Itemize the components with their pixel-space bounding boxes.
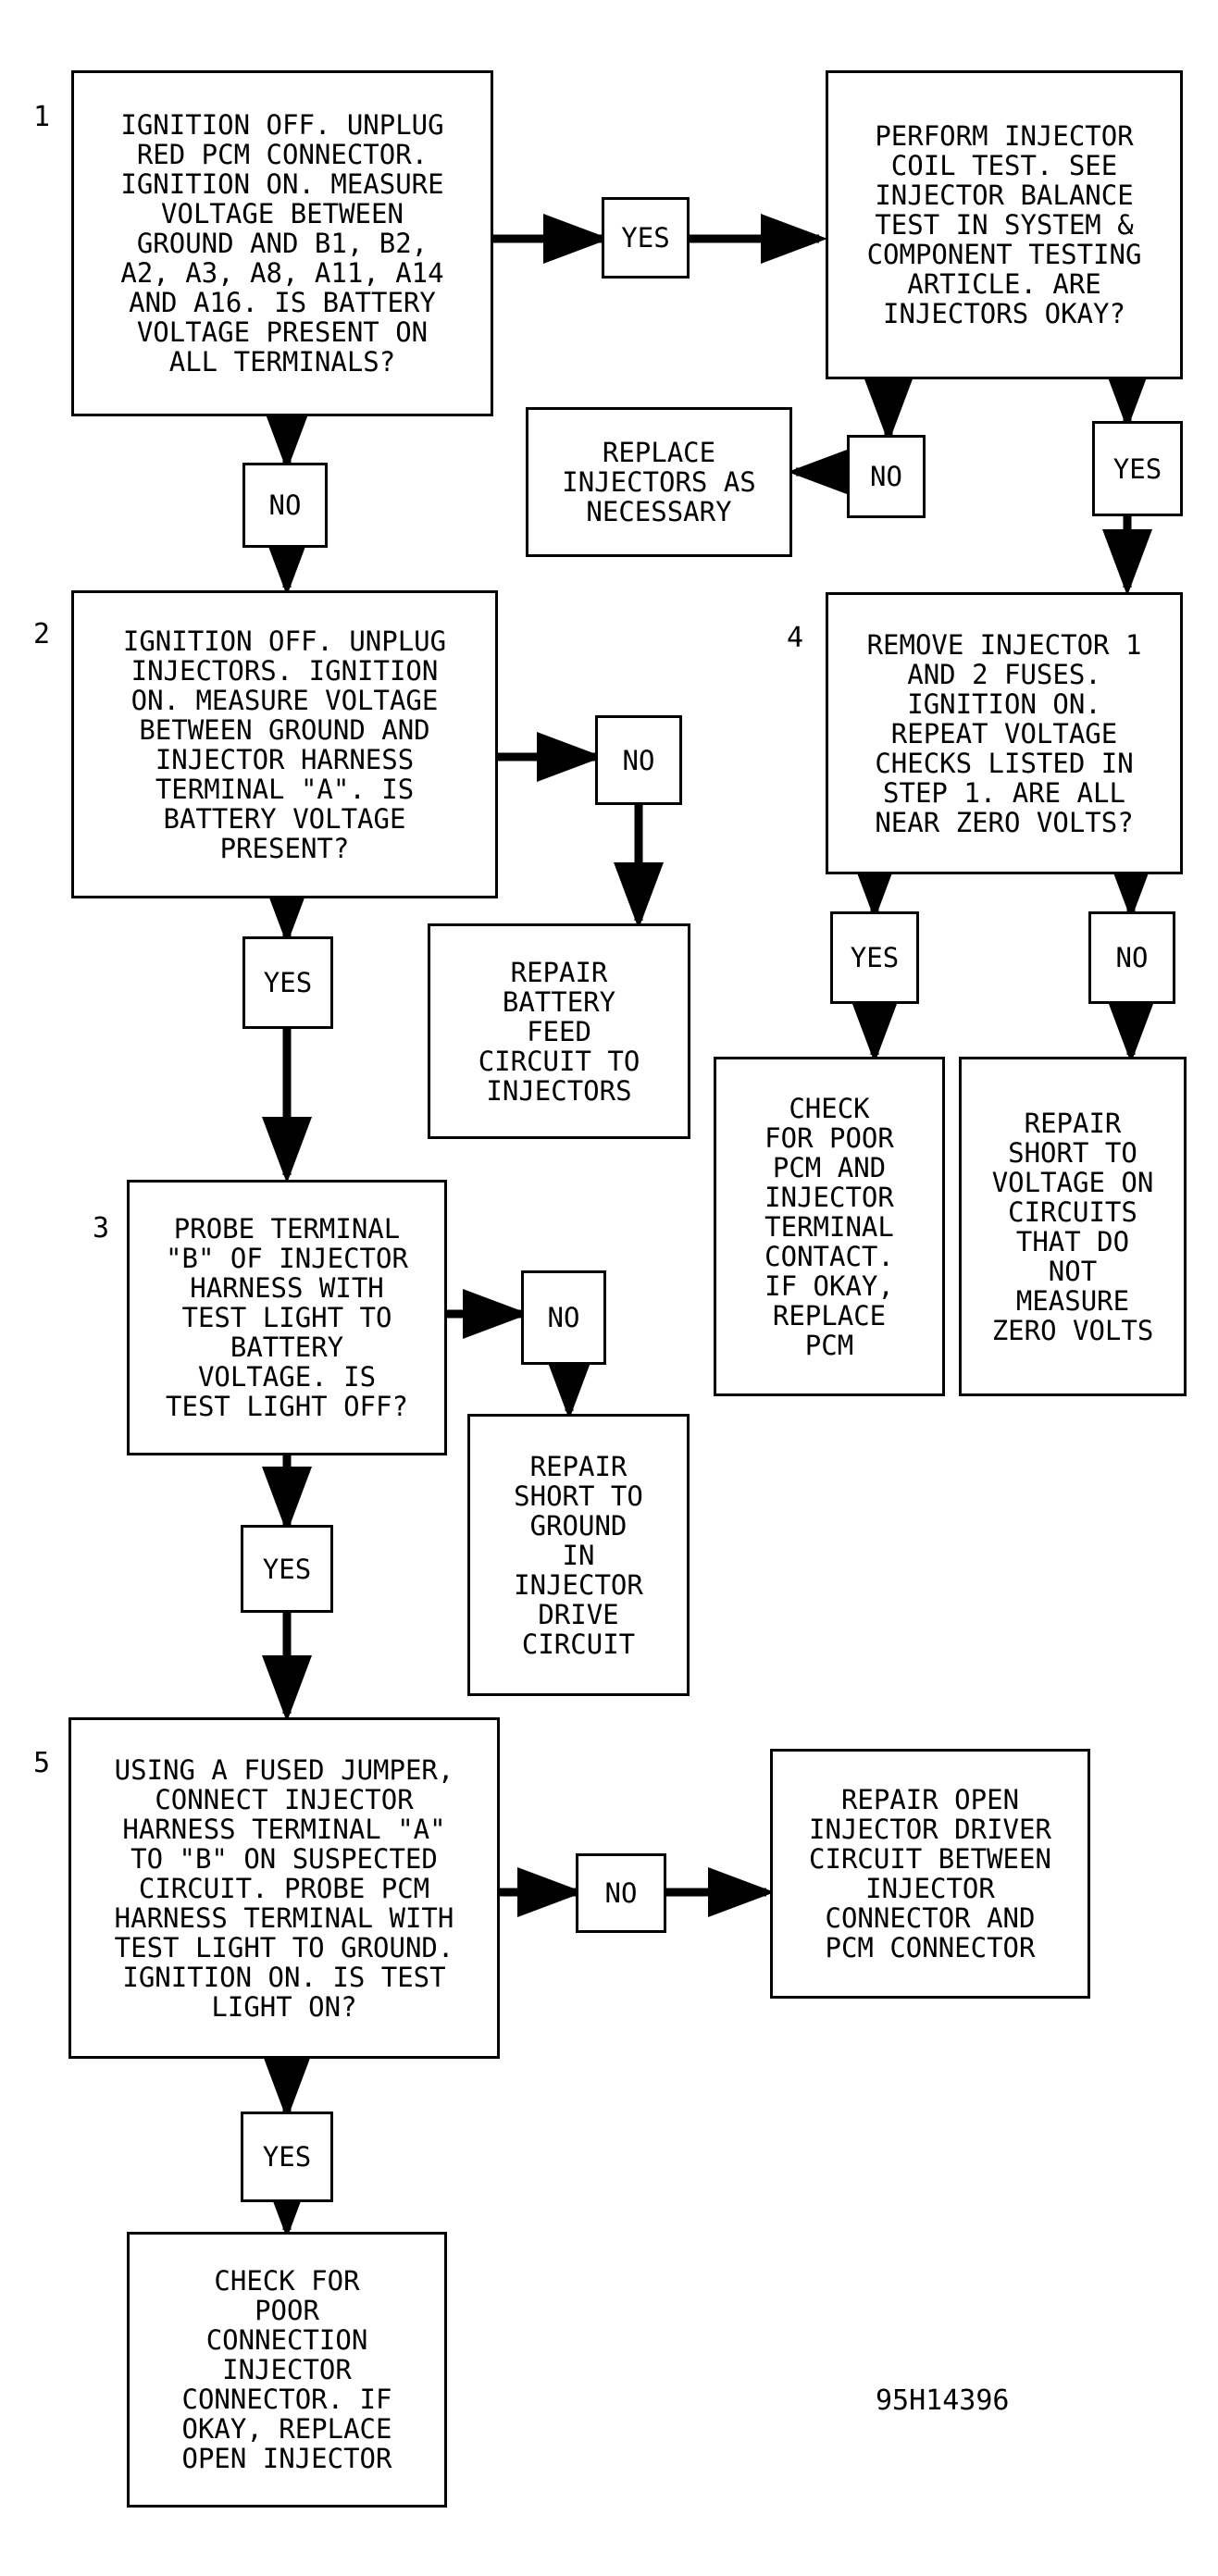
label-yes-3: YES [242,936,333,1029]
repair-battery-feed-box: REPAIR BATTERY FEED CIRCUIT TO INJECTORS [428,923,690,1139]
repair-battery-feed-text: REPAIR BATTERY FEED CIRCUIT TO INJECTORS [478,956,640,1107]
label-no-3: NO [595,715,682,805]
repair-short-ground-text: REPAIR SHORT TO GROUND IN INJECTOR DRIVE… [514,1450,643,1660]
label-no-2: NO [242,463,328,548]
step-number-2: 2 [33,618,51,650]
step-number-1: 1 [33,101,51,133]
coil-test-box: PERFORM INJECTOR COIL TEST. SEE INJECTOR… [826,70,1183,379]
repair-short-ground-box: REPAIR SHORT TO GROUND IN INJECTOR DRIVE… [467,1414,690,1696]
repair-open-driver-text: REPAIR OPEN INJECTOR DRIVER CIRCUIT BETW… [809,1784,1051,1963]
repair-short-voltage-box: REPAIR SHORT TO VOLTAGE ON CIRCUITS THAT… [959,1057,1187,1396]
label-no-6: NO [1088,911,1175,1004]
step-2-text: IGNITION OFF. UNPLUG INJECTORS. IGNITION… [122,625,447,864]
step-3-box: PROBE TERMINAL "B" OF INJECTOR HARNESS W… [127,1180,447,1455]
label-yes-5: YES [241,2112,333,2202]
replace-injectors-box: REPLACE INJECTORS AS NECESSARY [526,407,792,557]
repair-open-driver-box: REPAIR OPEN INJECTOR DRIVER CIRCUIT BETW… [770,1749,1090,1999]
step-4-text: REMOVE INJECTOR 1 AND 2 FUSES. IGNITION … [866,628,1142,838]
label-yes-4: YES [241,1525,333,1613]
check-poor-connection-text: CHECK FOR POOR CONNECTION INJECTOR CONNE… [181,2265,392,2474]
label-yes-2: YES [1092,421,1183,516]
repair-short-voltage-text: REPAIR SHORT TO VOLTAGE ON CIRCUITS THAT… [991,1107,1154,1346]
step-5-box: USING A FUSED JUMPER, CONNECT INJECTOR H… [68,1717,500,2059]
step-1-box: IGNITION OFF. UNPLUG RED PCM CONNECTOR. … [71,70,493,416]
check-poor-pcm-box: CHECK FOR POOR PCM AND INJECTOR TERMINAL… [714,1057,945,1396]
step-number-4: 4 [787,622,804,654]
label-no-1: NO [847,435,926,518]
label-yes-6: YES [830,911,919,1004]
label-no-4: NO [521,1270,606,1365]
step-1-text: IGNITION OFF. UNPLUG RED PCM CONNECTOR. … [120,109,444,378]
step-3-text: PROBE TERMINAL "B" OF INJECTOR HARNESS W… [166,1213,408,1422]
replace-injectors-text: REPLACE INJECTORS AS NECESSARY [562,437,756,527]
coil-test-text: PERFORM INJECTOR COIL TEST. SEE INJECTOR… [866,120,1142,329]
step-number-5: 5 [33,1747,51,1779]
step-2-box: IGNITION OFF. UNPLUG INJECTORS. IGNITION… [71,590,498,898]
label-yes-1: YES [602,197,690,279]
step-number-3: 3 [93,1212,110,1245]
label-no-5: NO [576,1853,666,1933]
figure-code: 95H14396 [876,2384,1010,2417]
check-poor-connection-box: CHECK FOR POOR CONNECTION INJECTOR CONNE… [127,2232,447,2508]
check-poor-pcm-text: CHECK FOR POOR PCM AND INJECTOR TERMINAL… [764,1092,894,1361]
step-5-text: USING A FUSED JUMPER, CONNECT INJECTOR H… [114,1753,454,2023]
step-4-box: REMOVE INJECTOR 1 AND 2 FUSES. IGNITION … [826,592,1183,874]
